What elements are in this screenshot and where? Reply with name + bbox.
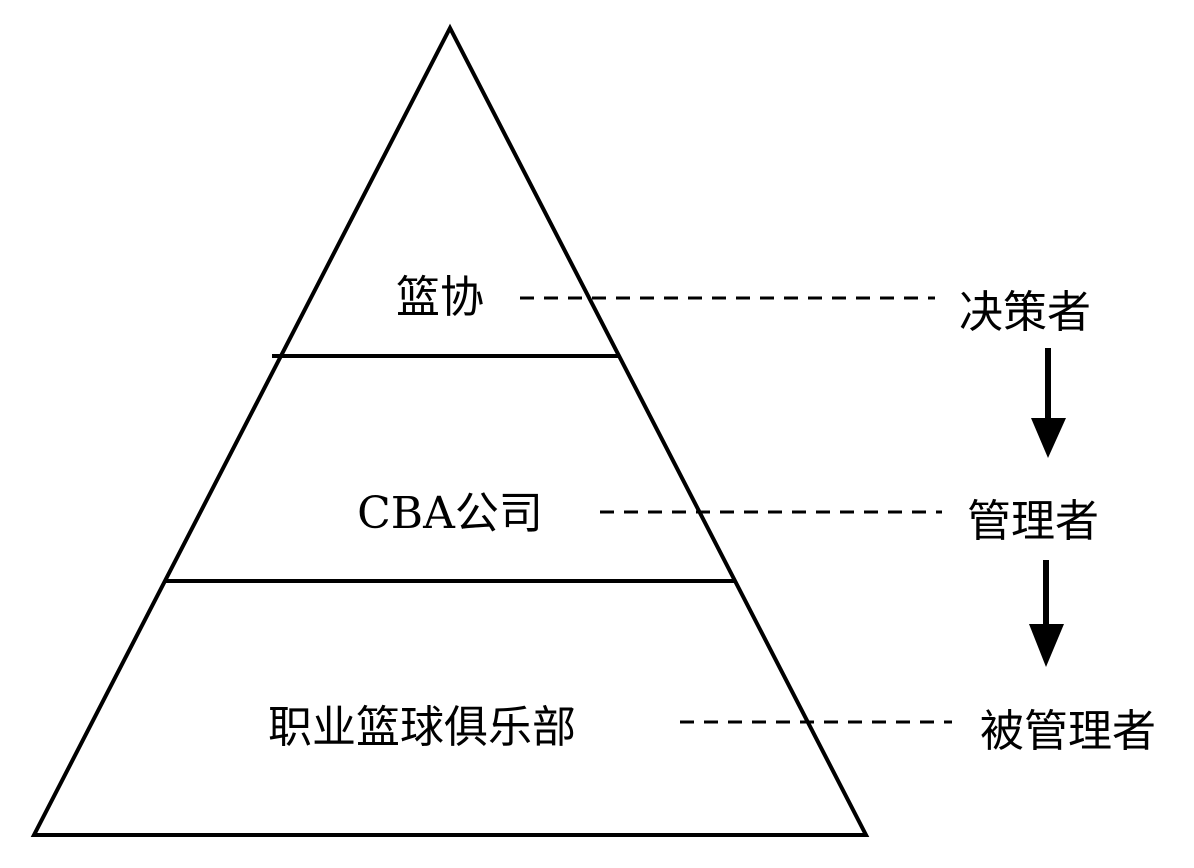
role-label-decision-maker: 决策者 <box>959 287 1091 338</box>
role-label-managed: 被管理者 <box>980 706 1156 757</box>
tier-label-association: 篮协 <box>396 272 484 323</box>
tier-label-clubs: 职业篮球俱乐部 <box>268 702 576 753</box>
arrow-down-icon <box>1031 348 1066 458</box>
role-label-manager: 管理者 <box>967 496 1099 547</box>
arrow-down-icon <box>1029 560 1064 667</box>
pyramid-outline <box>30 23 870 837</box>
tier-label-cba-company: CBA公司 <box>357 488 543 539</box>
